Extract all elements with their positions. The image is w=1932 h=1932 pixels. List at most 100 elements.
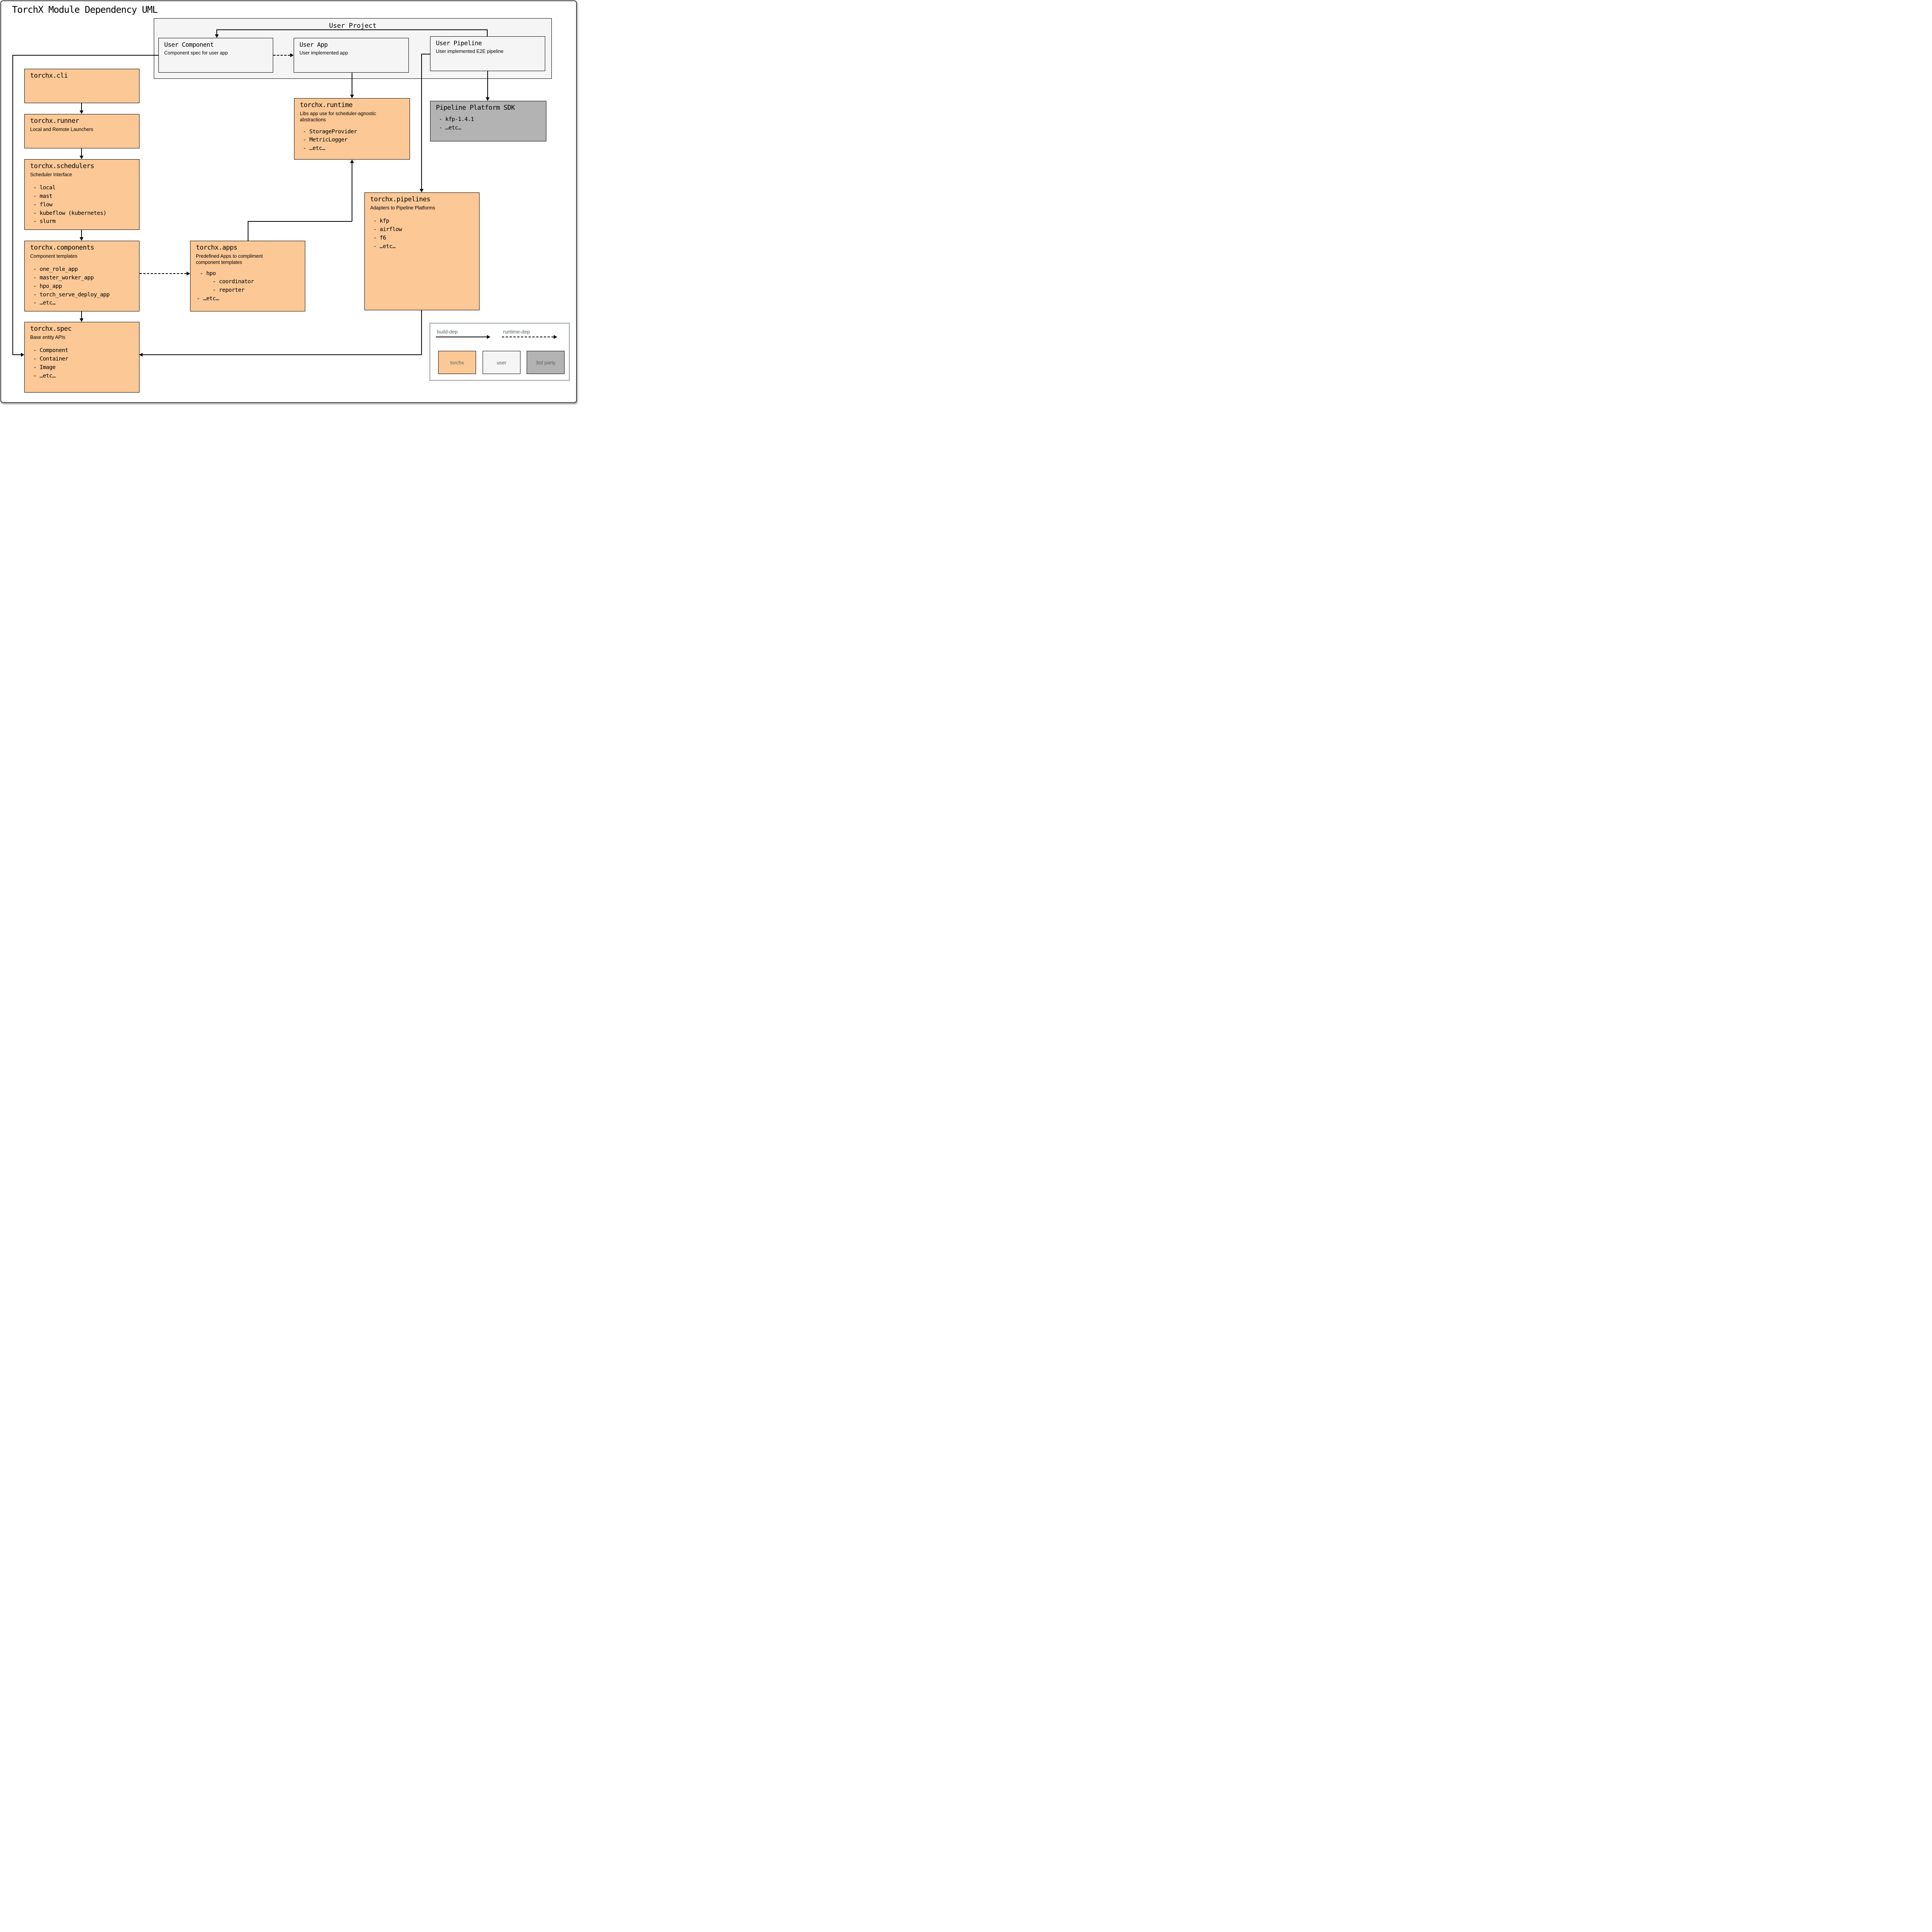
- list-item: - MetricLogger: [303, 137, 348, 143]
- module-title: torchx.apps: [196, 244, 238, 252]
- edge-pipelines-spec-arrowhead: [139, 353, 143, 357]
- module-title: Pipeline Platform SDK: [436, 104, 515, 112]
- user-pipeline-subtitle: User implemented E2E pipeline: [436, 49, 504, 54]
- module-item-list: - local- mast- flow- kubeflow (kubernete…: [30, 184, 134, 226]
- list-item: - hpo_app: [33, 283, 62, 289]
- edge-usercomponent-userapp-dashed-line: [273, 55, 290, 56]
- edge-runner-schedulers-line: [81, 148, 82, 156]
- user-pipeline-box: User Pipeline User implemented E2E pipel…: [430, 36, 545, 71]
- edge-userpipeline-usercomponent-right-drop: [487, 29, 488, 36]
- module-title: torchx.cli: [30, 72, 68, 80]
- page-title: TorchX Module Dependency UML: [12, 4, 158, 15]
- legend-runtime-dep-label: runtime-dep: [503, 329, 530, 335]
- list-item: - Component: [33, 347, 68, 354]
- edge-apps-runtime-arrowhead: [350, 160, 354, 163]
- list-item: - …etc…: [303, 145, 325, 151]
- diagram-canvas: TorchX Module Dependency UML User Projec…: [0, 0, 577, 403]
- module-torchx-pipelines-box: torchx.pipelines Adapters to Pipeline Pl…: [364, 192, 480, 310]
- edge-usercomponent-spec-vertical-line: [12, 55, 13, 355]
- edge-usercomponent-userapp-arrowhead: [290, 53, 294, 57]
- module-subtitle: Local and Remote Launchers: [30, 127, 94, 132]
- module-torchx-cli-box: torchx.cli: [24, 69, 139, 103]
- list-item: - …etc…: [373, 243, 396, 250]
- edge-usercomponent-spec-top-line: [13, 55, 158, 56]
- module-torchx-runner-box: torchx.runner Local and Remote Launchers: [24, 114, 139, 148]
- list-item: - hpo: [197, 270, 216, 277]
- edge-runner-schedulers-arrowhead: [80, 156, 83, 159]
- legend-build-dep-label: build-dep: [437, 329, 458, 335]
- edge-userpipeline-pipelines-arrowhead: [420, 189, 423, 192]
- user-app-subtitle: User implemented app: [299, 50, 348, 56]
- module-subtitle: Libs app use for scheduler-agnostic abst…: [300, 111, 376, 123]
- module-item-list: - kfp - airflow - f6 - …etc…: [370, 217, 474, 251]
- module-title: torchx.runner: [30, 117, 79, 125]
- list-item: - reporter: [197, 287, 245, 293]
- edge-components-spec-arrowhead: [80, 318, 83, 322]
- module-title: torchx.components: [30, 244, 94, 252]
- legend-runtime-dep-arrowhead: [554, 335, 557, 339]
- list-item: - torch_serve_deploy_app: [33, 291, 110, 298]
- module-title: torchx.pipelines: [370, 196, 430, 203]
- edge-components-apps-arrowhead: [187, 272, 190, 276]
- list-item: - mast: [33, 193, 53, 199]
- module-item-list: - Component- Container- Image- …etc…: [30, 347, 134, 380]
- list-item: - local: [33, 185, 56, 191]
- list-item: - coordinator: [197, 279, 254, 285]
- user-project-title: User Project: [329, 22, 377, 30]
- legend-swatch-3rd-party: 3rd party: [527, 351, 565, 374]
- module-subtitle: Component templates: [30, 253, 78, 259]
- edge-userpipeline-sdk-line: [487, 71, 488, 98]
- user-pipeline-title: User Pipeline: [436, 39, 482, 47]
- module-torchx-schedulers-box: torchx.schedulers Scheduler Interface - …: [24, 159, 139, 230]
- edge-userpipeline-usercomponent-top-line: [217, 29, 488, 30]
- user-component-box: User Component Component spec for user a…: [158, 38, 273, 73]
- edge-components-apps-dashed-line: [139, 273, 187, 274]
- module-item-list: - hpo - coordinator - reporter - …etc…: [196, 270, 299, 303]
- list-item: - flow: [33, 201, 53, 208]
- edge-userpipeline-usercomponent-left-drop: [216, 29, 217, 35]
- list-item: - airflow: [373, 226, 402, 233]
- pipeline-platform-sdk-box: Pipeline Platform SDK - kfp-1.4.1 - …etc…: [430, 101, 546, 141]
- list-item: - …etc…: [197, 295, 219, 302]
- list-item: - …etc…: [439, 124, 461, 131]
- module-title: torchx.runtime: [300, 101, 353, 109]
- edge-usercomponent-spec-bottom-line: [13, 354, 21, 355]
- edge-userpipeline-pipelines-vertical-line: [421, 54, 422, 189]
- list-item: - kfp: [373, 218, 389, 224]
- list-item: - …etc…: [33, 372, 56, 379]
- list-item: - kfp-1.4.1: [439, 116, 474, 122]
- edge-userpipeline-usercomponent-arrowhead: [215, 34, 219, 38]
- user-app-box: User App User implemented app: [294, 38, 409, 73]
- module-title: torchx.spec: [30, 325, 72, 333]
- legend-swatch-user: user: [483, 351, 520, 374]
- module-subtitle: Scheduler Interface: [30, 172, 72, 177]
- module-torchx-spec-box: torchx.spec Base entity APIs - Component…: [24, 322, 139, 393]
- module-title: torchx.schedulers: [30, 162, 94, 170]
- edge-cli-runner-line: [81, 103, 82, 111]
- edge-schedulers-components-line: [81, 230, 82, 238]
- module-item-list: - kfp-1.4.1 - …etc…: [436, 116, 541, 133]
- edge-cli-runner-arrowhead: [80, 111, 83, 114]
- user-component-title: User Component: [164, 41, 214, 48]
- list-item: - f6: [373, 235, 386, 241]
- list-item: - one_role_app: [33, 266, 78, 273]
- edge-components-spec-line: [81, 311, 82, 319]
- list-item: - Container: [33, 356, 68, 362]
- list-item: - StorageProvider: [303, 128, 357, 135]
- user-app-title: User App: [299, 41, 328, 48]
- user-component-subtitle: Component spec for user app: [164, 50, 228, 56]
- edge-usercomponent-spec-arrowhead: [21, 353, 24, 357]
- list-item: - slurm: [33, 218, 56, 225]
- list-item: - master_worker_app: [33, 275, 94, 281]
- edge-apps-runtime-horizontal-line: [248, 221, 352, 222]
- edge-userpipeline-sdk-arrowhead: [486, 97, 490, 101]
- legend-swatch-torchx: torchx: [438, 351, 476, 374]
- edge-userapp-runtime-arrowhead: [350, 95, 354, 98]
- module-torchx-apps-box: torchx.apps Predefined Apps to complimen…: [190, 241, 305, 311]
- edge-schedulers-components-arrowhead: [80, 237, 83, 241]
- legend-build-dep-arrowhead: [487, 335, 490, 339]
- module-item-list: - one_role_app - master_worker_app - hpo_a…: [30, 265, 134, 308]
- edge-pipelines-spec-horizontal-line: [142, 354, 422, 355]
- module-subtitle: Predefined Apps to compliment component …: [196, 253, 263, 265]
- list-item: - …etc…: [33, 300, 56, 306]
